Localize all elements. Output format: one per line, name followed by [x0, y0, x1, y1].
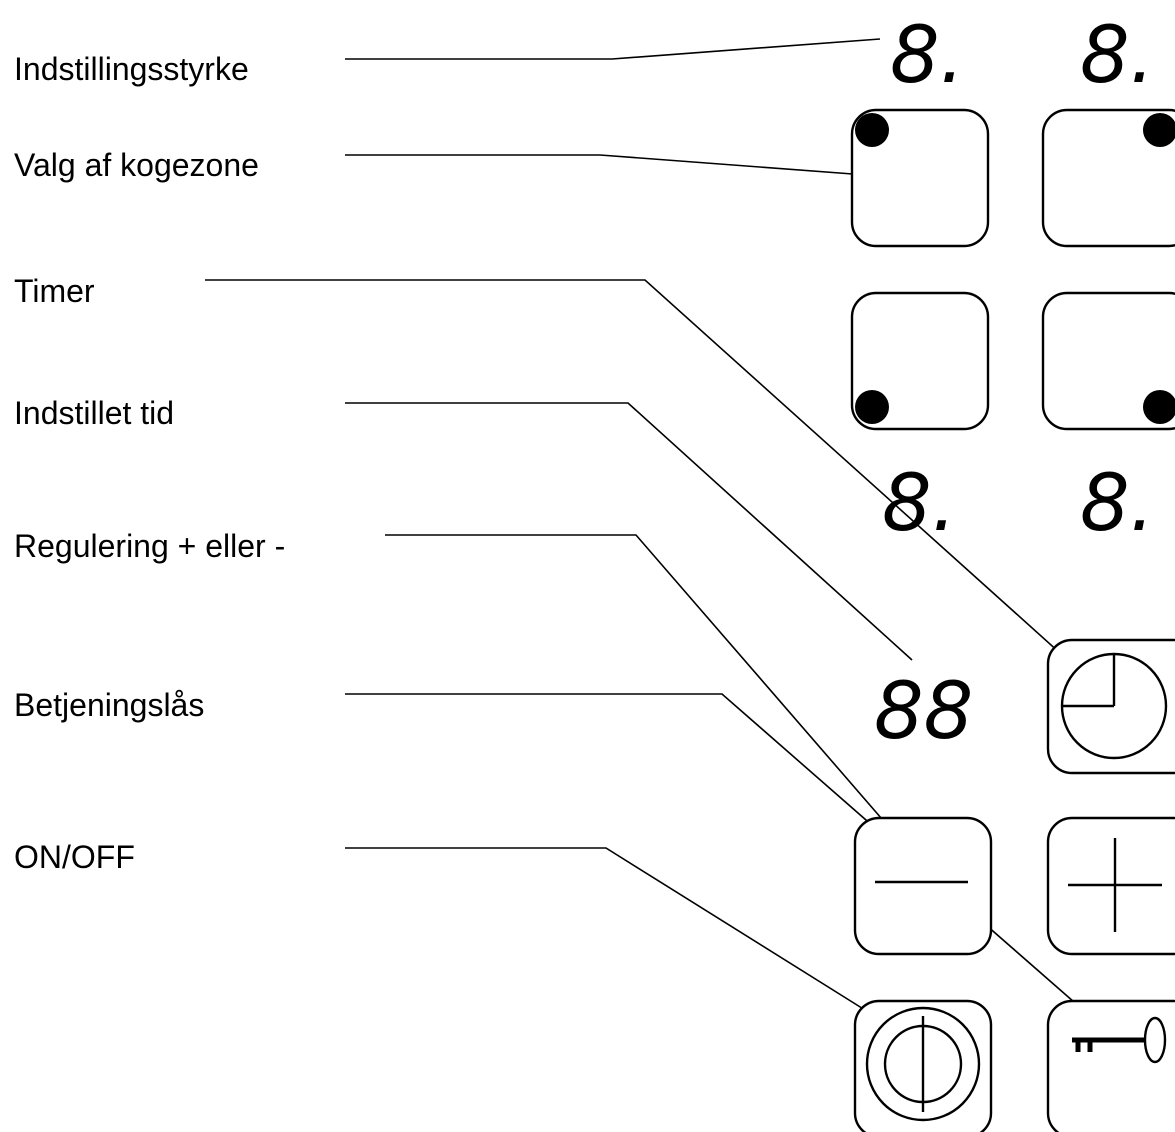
label-on-off: ON/OFF	[14, 839, 135, 875]
dot-indicator-icon	[855, 113, 889, 147]
leader-adjust	[385, 534, 889, 827]
clock-icon	[1060, 652, 1168, 760]
label-adjust: Regulering + eller -	[14, 528, 285, 564]
zone-key-top-right[interactable]	[1041, 108, 1175, 248]
display-zone-top-left: 8.	[890, 11, 964, 101]
power-icon	[865, 1006, 981, 1122]
key-icon	[1072, 1016, 1167, 1064]
zone-key-bottom-left[interactable]	[850, 291, 990, 431]
label-timer: Timer	[14, 273, 95, 309]
label-set-time: Indstillet tid	[14, 395, 174, 431]
timer-button[interactable]	[1046, 638, 1175, 775]
zone-key-top-left[interactable]	[850, 108, 990, 248]
display-timer: 88	[874, 667, 973, 757]
label-lock: Betjeningslås	[14, 687, 204, 723]
label-power-level: Indstillingsstyrke	[14, 51, 249, 87]
display-zone-bottom-left: 8.	[882, 459, 956, 549]
leader-timer	[205, 279, 1091, 681]
lock-button[interactable]	[1046, 999, 1175, 1132]
on-off-button[interactable]	[853, 999, 993, 1132]
plus-icon	[1068, 838, 1162, 932]
leader-set-time	[345, 402, 913, 661]
dot-indicator-icon	[1143, 390, 1175, 424]
minus-button[interactable]	[853, 816, 993, 956]
leader-on-off	[345, 847, 866, 1011]
zone-key-bottom-right[interactable]	[1041, 291, 1175, 431]
dot-indicator-icon	[1143, 113, 1175, 147]
display-zone-bottom-right: 8.	[1080, 459, 1154, 549]
plus-button[interactable]	[1046, 816, 1175, 956]
leader-zone-select	[345, 154, 867, 176]
label-zone-select: Valg af kogezone	[14, 147, 259, 183]
dot-indicator-icon	[855, 390, 889, 424]
leader-power-level	[345, 38, 881, 60]
display-zone-top-right: 8.	[1080, 11, 1154, 101]
